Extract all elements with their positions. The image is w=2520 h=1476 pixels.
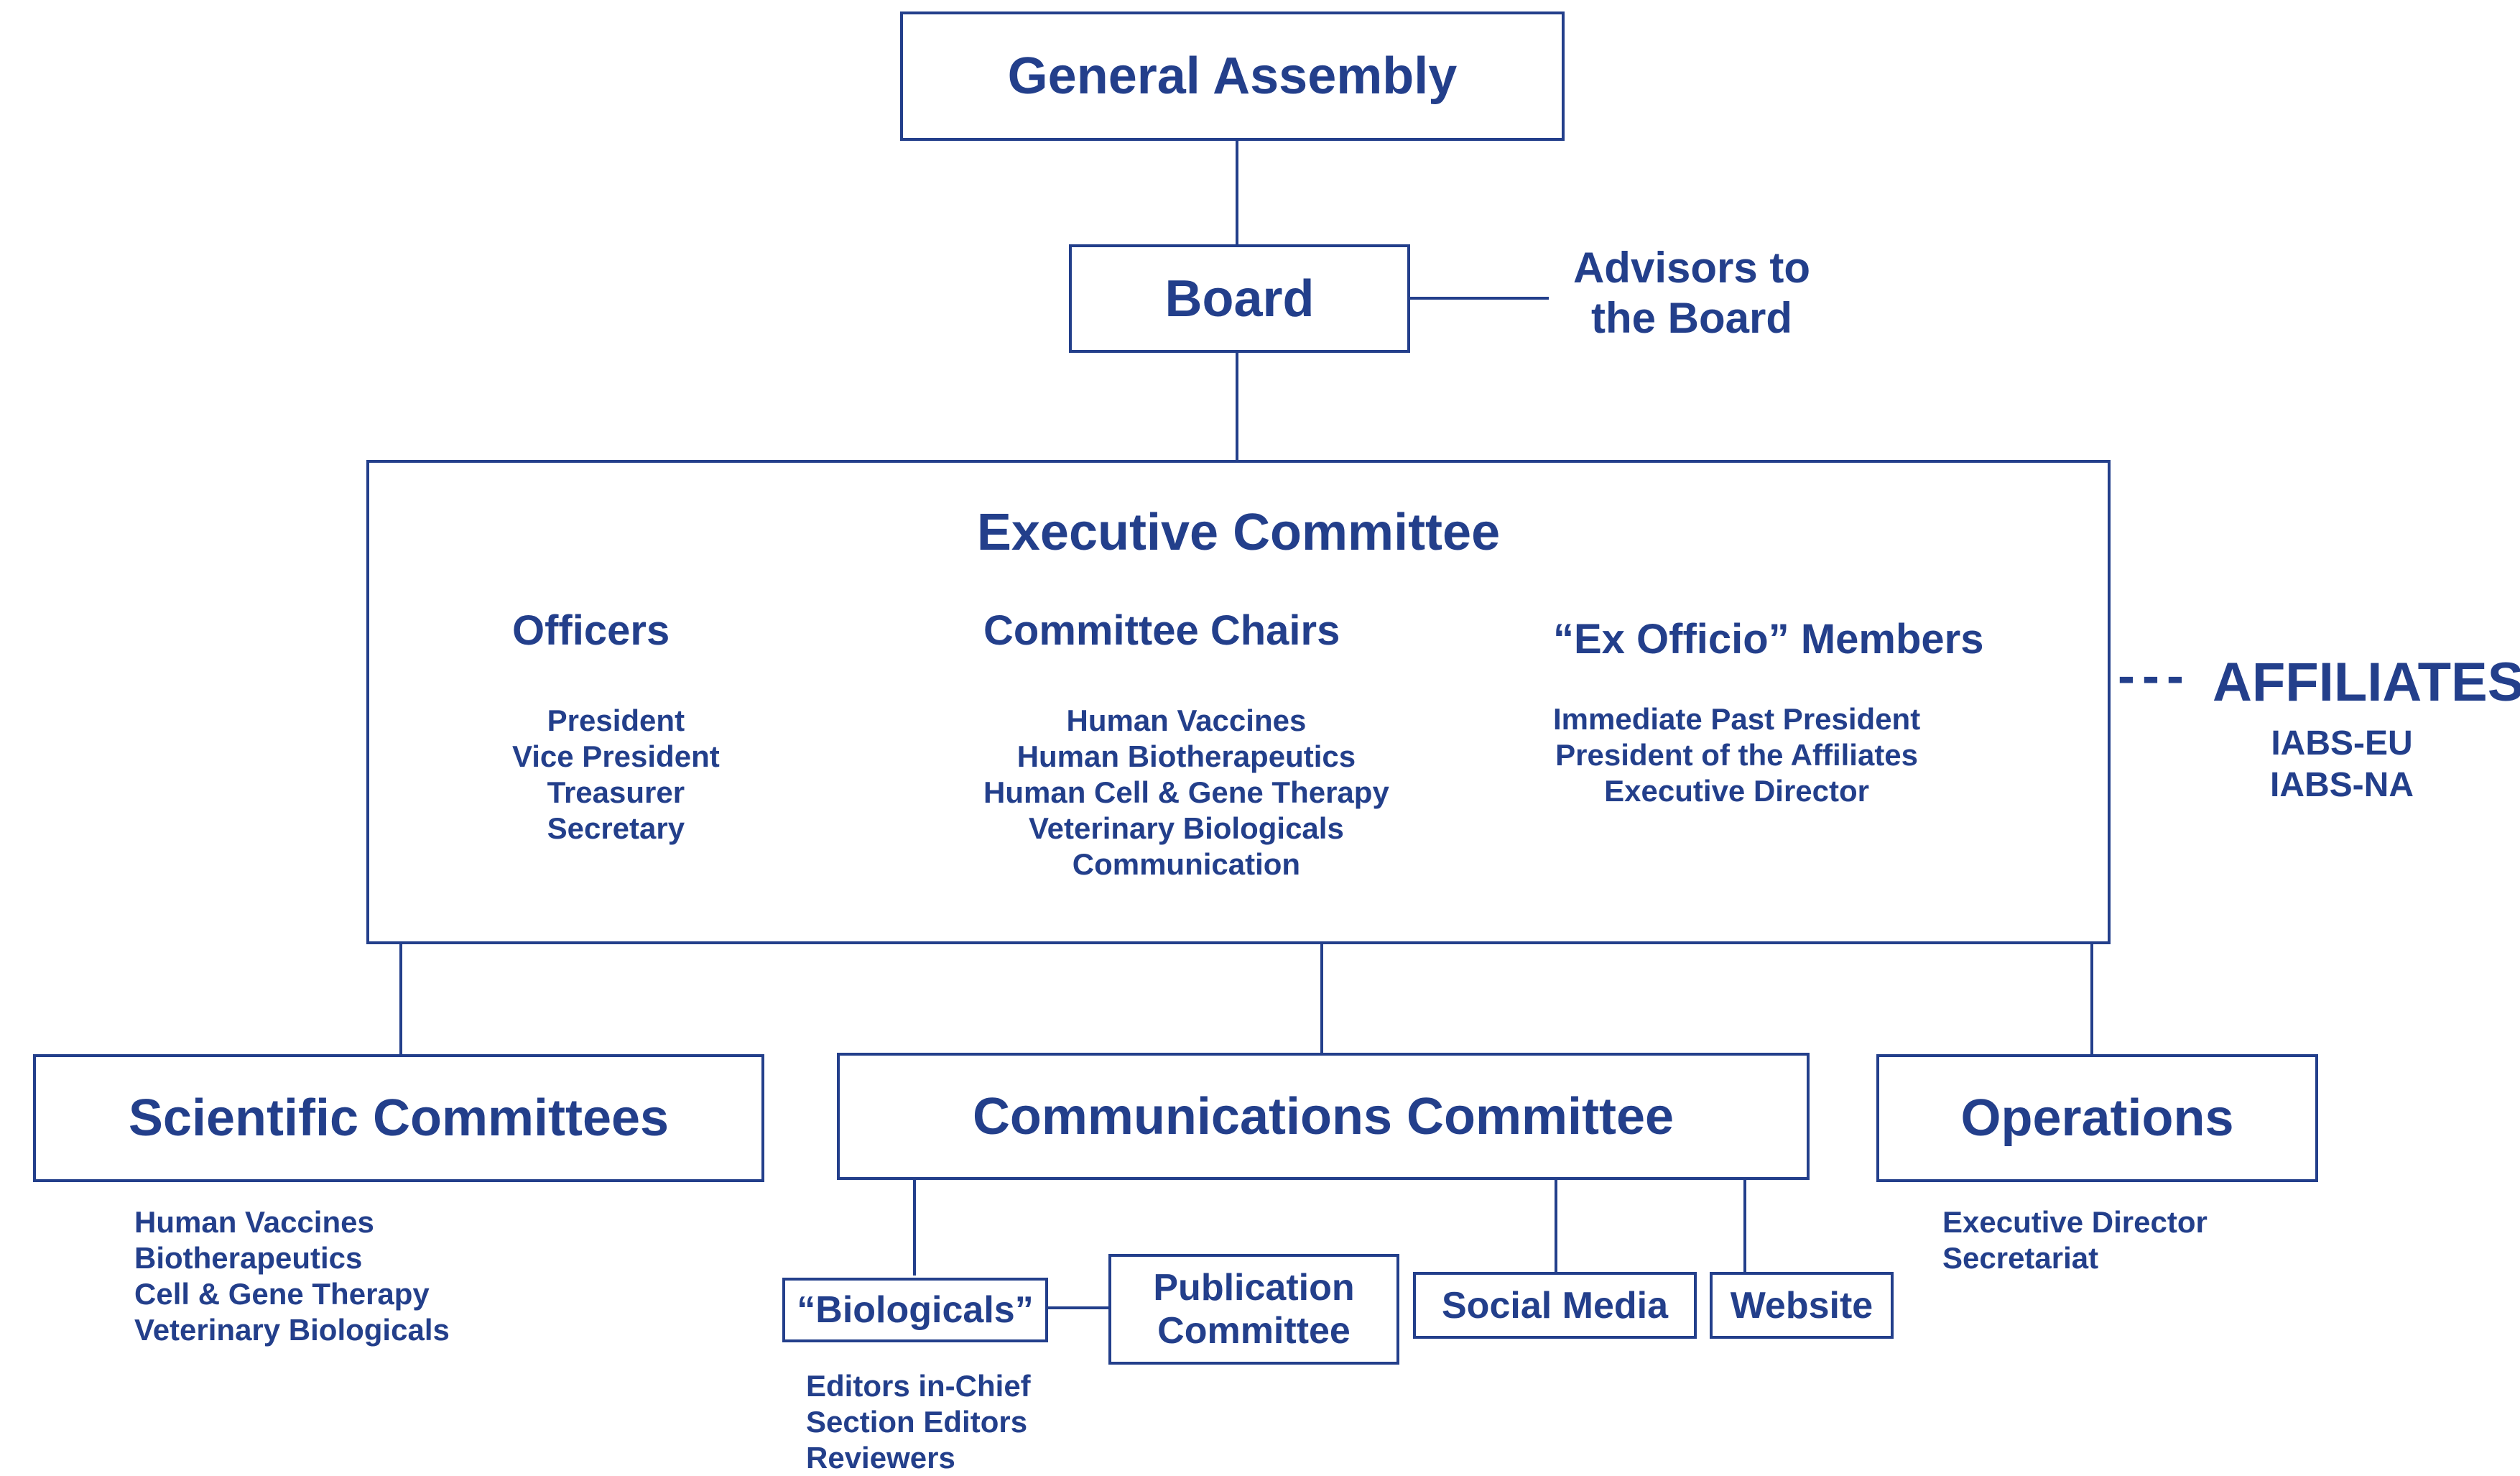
biologicals-list: Editors in-Chief Section Editors Reviewe… xyxy=(806,1369,1031,1475)
publication-committee-label: Publication Committee xyxy=(1153,1267,1355,1352)
board-box: Board xyxy=(1069,244,1410,353)
connector-executive-communications xyxy=(1320,944,1323,1055)
scientific-committees-box: Scientific Committees xyxy=(33,1054,764,1182)
ex-officio-heading: “Ex Officio” Members xyxy=(1553,616,1984,663)
connector-communications-website xyxy=(1743,1179,1746,1272)
officers-list: President Vice President Treasurer Secre… xyxy=(512,704,720,845)
biologicals-label: “Biologicals” xyxy=(797,1289,1034,1331)
general-assembly-label: General Assembly xyxy=(1007,47,1458,105)
connector-assembly-board xyxy=(1236,140,1238,245)
committee-chairs-heading: Committee Chairs xyxy=(983,607,1340,654)
executive-committee-title: Executive Committee xyxy=(976,504,1501,561)
social-media-box: Social Media xyxy=(1413,1272,1697,1339)
advisors-label: Advisors to the Board xyxy=(1572,244,1811,342)
officers-heading: Officers xyxy=(512,607,670,654)
scientific-committees-label: Scientific Committees xyxy=(128,1089,670,1147)
connector-executive-operations xyxy=(2090,944,2093,1055)
publication-committee-box: Publication Committee xyxy=(1108,1254,1399,1365)
committee-chairs-list: Human Vaccines Human Biotherapeutics Hum… xyxy=(983,704,1389,881)
biologicals-box: “Biologicals” xyxy=(782,1278,1048,1342)
connector-board-advisors xyxy=(1409,297,1549,300)
general-assembly-box: General Assembly xyxy=(900,11,1565,141)
ex-officio-list: Immediate Past President President of th… xyxy=(1553,702,1921,808)
affiliates-dashes: --- xyxy=(2118,647,2191,705)
executive-committee-box: Executive Committee Officers President V… xyxy=(366,460,2111,944)
website-label: Website xyxy=(1730,1284,1873,1327)
board-label: Board xyxy=(1164,269,1315,328)
social-media-label: Social Media xyxy=(1442,1284,1668,1327)
operations-box: Operations xyxy=(1876,1054,2318,1182)
connector-biologicals-publication xyxy=(1045,1306,1108,1309)
scientific-committees-list: Human Vaccines Biotherapeutics Cell & Ge… xyxy=(134,1205,450,1347)
affiliates-list: IABS-EU IABS-NA xyxy=(2270,724,2414,804)
communications-committee-box: Communications Committee xyxy=(837,1053,1810,1180)
connector-communications-social-media xyxy=(1555,1179,1557,1272)
connector-board-executive xyxy=(1236,353,1238,461)
connector-executive-scientific xyxy=(399,944,402,1055)
website-box: Website xyxy=(1710,1272,1894,1339)
operations-list: Executive Director Secretariat xyxy=(1942,1205,2208,1275)
operations-label: Operations xyxy=(1960,1089,2234,1147)
connector-communications-biologicals xyxy=(913,1179,916,1276)
communications-committee-label: Communications Committee xyxy=(972,1087,1674,1145)
affiliates-title: AFFILIATES xyxy=(2213,652,2520,713)
